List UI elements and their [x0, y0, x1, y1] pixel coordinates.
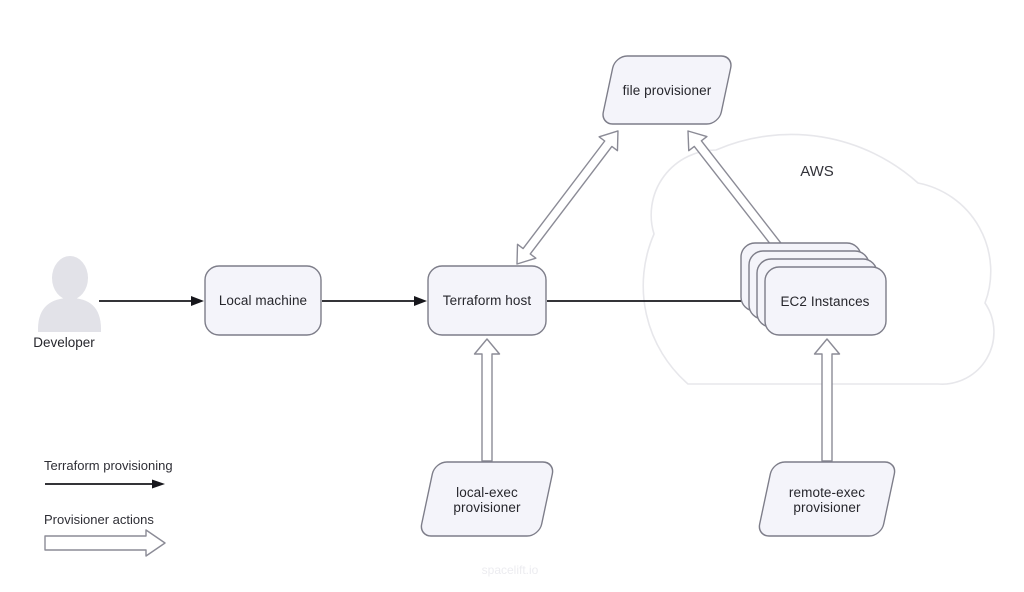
developer-actor: Developer	[33, 256, 101, 350]
legend-solid-arrow	[45, 479, 165, 489]
terraform-host-label: Terraform host	[443, 293, 532, 308]
local-machine-label: Local machine	[219, 293, 307, 308]
aws-label: AWS	[800, 163, 834, 180]
arrow-local-exec-to-terraform-host	[473, 338, 501, 462]
block-arrow-icon	[813, 338, 841, 462]
legend: Terraform provisioning Provisioner actio…	[44, 458, 173, 557]
file-provisioner-label: file provisioner	[623, 83, 712, 98]
developer-avatar-head	[52, 256, 88, 300]
arrow-terraform-host-file-provisioner	[516, 130, 619, 265]
remote-exec-shape	[758, 461, 896, 537]
local-machine-node: Local machine	[204, 265, 322, 336]
arrow-remote-exec-to-ec2	[813, 338, 841, 462]
local-machine-box	[204, 265, 322, 336]
file-provisioner-shape	[602, 55, 732, 125]
local-exec-shape	[420, 461, 554, 537]
legend-provisioner-actions-label: Provisioner actions	[44, 512, 154, 527]
ec2-label: EC2 Instances	[780, 294, 869, 309]
remote-exec-label-line1: remote-exec	[789, 485, 865, 500]
arrow-local-machine-to-terraform-host	[322, 296, 427, 306]
arrowhead-icon	[414, 296, 427, 306]
terraform-host-node: Terraform host	[427, 265, 547, 336]
arrowhead-icon	[152, 479, 165, 489]
double-block-arrow-icon	[516, 130, 619, 265]
watermark: spacelift.io	[482, 563, 539, 577]
remote-exec-label-line2: provisioner	[793, 500, 861, 515]
ec2-instances-node: EC2 Instances	[740, 242, 887, 336]
local-exec-label-line2: provisioner	[453, 500, 521, 515]
local-exec-label-line1: local-exec	[456, 485, 518, 500]
ec2-front-box	[764, 266, 887, 336]
block-arrow-icon	[473, 338, 501, 462]
legend-outline-arrow	[44, 529, 166, 557]
remote-exec-node	[758, 461, 896, 537]
block-arrow-icon	[44, 529, 166, 557]
developer-label: Developer	[33, 335, 95, 350]
developer-avatar-body	[38, 298, 101, 332]
arrowhead-icon	[191, 296, 204, 306]
local-exec-node	[420, 461, 554, 537]
arrow-developer-to-local-machine	[99, 296, 204, 306]
legend-terraform-provisioning-label: Terraform provisioning	[44, 458, 173, 473]
file-provisioner-node	[602, 55, 732, 125]
terraform-host-box	[427, 265, 547, 336]
